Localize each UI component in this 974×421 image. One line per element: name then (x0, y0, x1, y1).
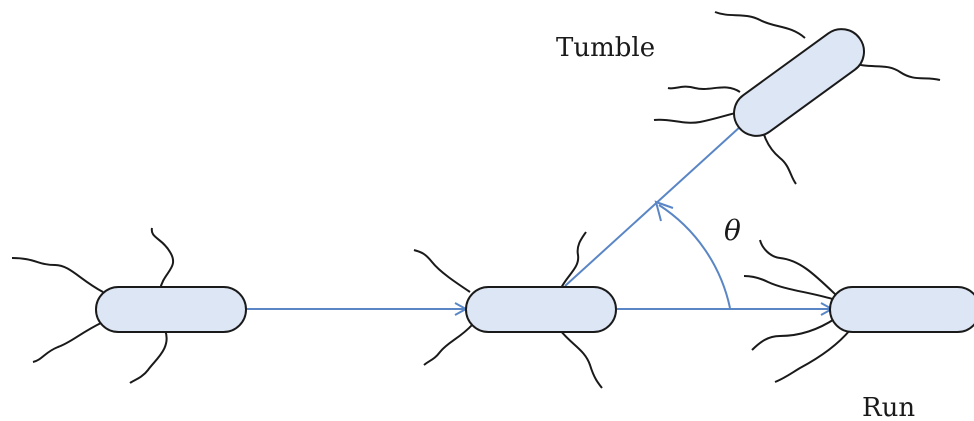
flagellum (849, 61, 941, 81)
flagellum (413, 249, 471, 293)
flagellum (423, 324, 473, 366)
bacterium-left (11, 227, 247, 384)
cell-body (829, 286, 974, 333)
bacterium-right (743, 239, 974, 383)
cell-body (95, 286, 247, 333)
angle-label: θ (724, 214, 741, 247)
tumble-arrow (564, 116, 752, 287)
flagellum (559, 329, 603, 389)
cell-body (465, 286, 617, 333)
flagellum (667, 85, 741, 93)
flagellum (743, 275, 837, 301)
flagellum (759, 239, 837, 296)
run-label: Run (862, 393, 915, 421)
flagellum (32, 321, 104, 363)
arrows (245, 116, 832, 309)
flagellum (751, 317, 837, 351)
bacterium-tumble (653, 11, 941, 185)
tumble-label: Tumble (556, 33, 655, 63)
angle-arc (658, 204, 731, 309)
flagellum (714, 11, 806, 39)
flagellum (129, 329, 168, 384)
flagellum (559, 231, 587, 291)
angle-arc-arrowhead (654, 200, 674, 222)
cell-body (733, 28, 865, 137)
flagellum (150, 227, 175, 291)
bacterium-center (413, 231, 617, 389)
flagellum (774, 329, 851, 383)
flagellum (11, 257, 104, 293)
